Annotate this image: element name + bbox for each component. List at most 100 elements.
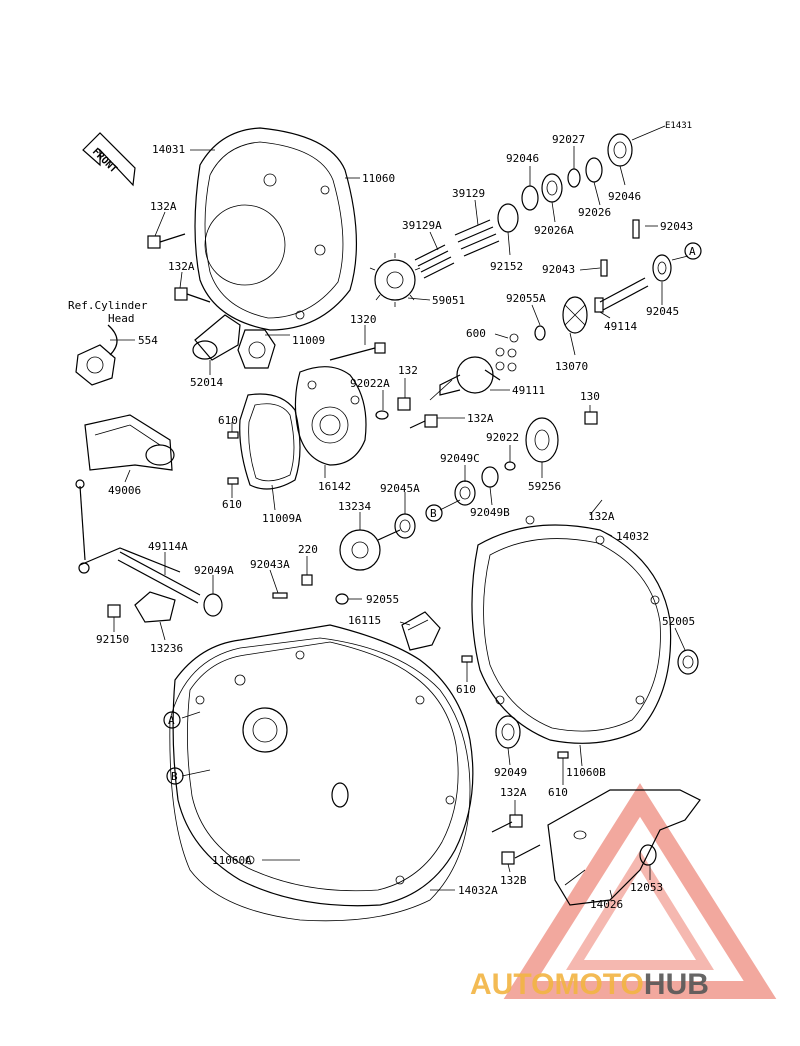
bolt-1320 [329,342,386,361]
part-label: 92026 [578,206,611,219]
bolt-132 [397,397,411,411]
clutch-cover-14032 [471,515,672,744]
bolt-130 [584,411,598,425]
bolt-132A-pump [409,414,438,429]
front-direction-arrow: FRONT [82,132,136,187]
bolt-132A-bottom [491,814,523,833]
part-label: 12053 [630,881,663,894]
bearing-92046-b [607,133,633,167]
pin-92043-a [632,219,640,239]
part-label: 130 [580,390,600,403]
part-label: 132 [398,364,418,377]
bracket-14026 [547,789,701,906]
part-label: 14032A [458,884,498,897]
part-label: 39129A [402,219,442,232]
spring-39129A [414,244,455,279]
reference-code: E1431 [665,121,692,131]
circle-marker-b-mid: B [425,504,443,522]
part-label: 132A [168,260,195,273]
part-label: 16142 [318,480,351,493]
magneto-cover-14031 [194,127,358,331]
clip-12053 [639,844,657,866]
bolt-220 [301,574,313,586]
seal-92049A [203,593,223,617]
part-label: 13234 [338,500,371,513]
part-label: 92043 [542,263,575,276]
part-label: 13070 [555,360,588,373]
part-label: 1320 [350,313,377,326]
part-label: 16115 [348,614,381,627]
part-label: 13236 [150,642,183,655]
svg-text:B: B [171,770,178,783]
water-pump-cover-16142 [294,366,367,466]
gear-59051 [369,253,421,307]
bolt-132A-upper [147,233,186,249]
seal-92045A [394,513,416,539]
part-label: 132A [500,786,527,799]
washer-92022 [504,461,516,471]
gasket-11060A [169,637,471,922]
part-label: 39129 [452,187,485,200]
part-label: 610 [456,683,476,696]
circle-marker-a-left: A [163,711,181,729]
part-label: 220 [298,543,318,556]
part-label: 49114A [148,540,188,553]
part-label: 52014 [190,376,223,389]
bolt-132B [501,844,541,865]
part-label: 11060 [362,172,395,185]
bolt-132A-lower [174,287,211,303]
washer-92046-a [521,185,539,211]
part-number-labels: 14031 11060 132A 132A 554 52014 11009 13… [96,133,695,911]
dowel-610-c [461,655,473,663]
part-label: 132A [467,412,494,425]
spring-39129 [454,219,500,257]
svg-text:B: B [430,507,437,520]
dowel-610-a [227,431,239,439]
circle-marker-a-top: A [684,242,702,260]
part-label: 610 [218,414,238,427]
gasket-11009 [237,329,276,369]
watermark-triangle [503,783,777,999]
part-label: 554 [138,334,158,347]
part-label: 92026A [534,224,574,237]
part-label: 92045A [380,482,420,495]
part-label: 92027 [552,133,585,146]
part-label: 92043 [660,220,693,233]
part-label: 92055 [366,593,399,606]
watermark-logo: AUTOMOTOHUB [470,783,777,1001]
cylinder-head-fitting [75,324,118,386]
ref-note-line2: Head [108,312,135,325]
bearing-92049B [481,466,499,488]
clutch-cover-14032A [172,624,474,907]
shaft-49114 [594,277,649,313]
part-label: 132A [588,510,615,523]
part-label: 52005 [662,615,695,628]
oring-92055 [335,593,349,605]
part-label: 92055A [506,292,546,305]
bracket-13236 [134,591,176,623]
gear-13234 [339,529,401,571]
washer-92152 [497,203,519,233]
seal-52005 [677,649,699,675]
part-label: 92152 [490,260,523,273]
balls-600 [495,333,519,372]
part-label: 132A [150,200,177,213]
part-label: 59051 [432,294,465,307]
gasket-11009A [239,393,301,490]
part-label: 11060B [566,766,606,779]
dowel-610-d [557,751,569,759]
watermark-inner-triangle [566,850,714,970]
washer-92022A [375,410,389,420]
part-label: 600 [466,327,486,340]
part-label: 14031 [152,143,185,156]
part-label: 49111 [512,384,545,397]
part-label: 92043A [250,558,290,571]
pin-92043A [272,592,288,599]
part-label: 14026 [590,898,623,911]
seal-92045 [652,254,672,282]
hose-49006 [84,414,175,471]
bolt-92150 [107,604,121,618]
part-label: 132B [500,874,527,887]
